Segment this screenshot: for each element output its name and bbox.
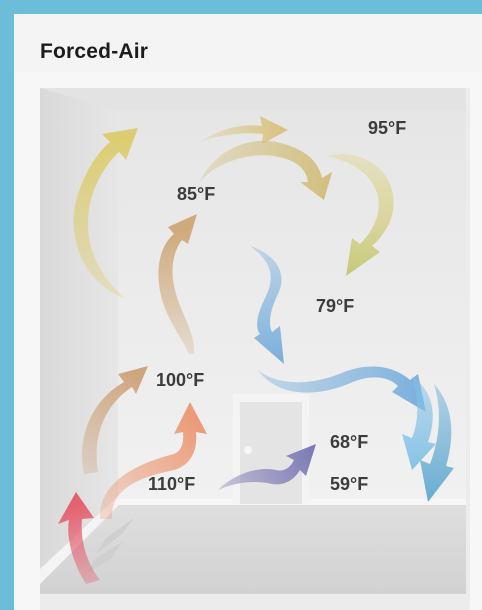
temp-label-59: 59°F bbox=[330, 474, 368, 495]
temp-label-95: 95°F bbox=[368, 118, 406, 139]
door bbox=[233, 394, 309, 504]
temp-label-110: 110°F bbox=[148, 474, 195, 495]
temp-label-79: 79°F bbox=[316, 296, 354, 317]
diagram-title: Forced-Air bbox=[40, 40, 148, 64]
room-illustration bbox=[14, 72, 482, 610]
temp-label-85: 85°F bbox=[177, 184, 215, 205]
card-header: Forced-Air bbox=[14, 14, 482, 72]
temp-label-100: 100°F bbox=[156, 370, 204, 391]
diagram-card: Forced-Air bbox=[14, 14, 482, 610]
door-knob bbox=[244, 446, 252, 454]
temp-label-68: 68°F bbox=[330, 432, 368, 453]
